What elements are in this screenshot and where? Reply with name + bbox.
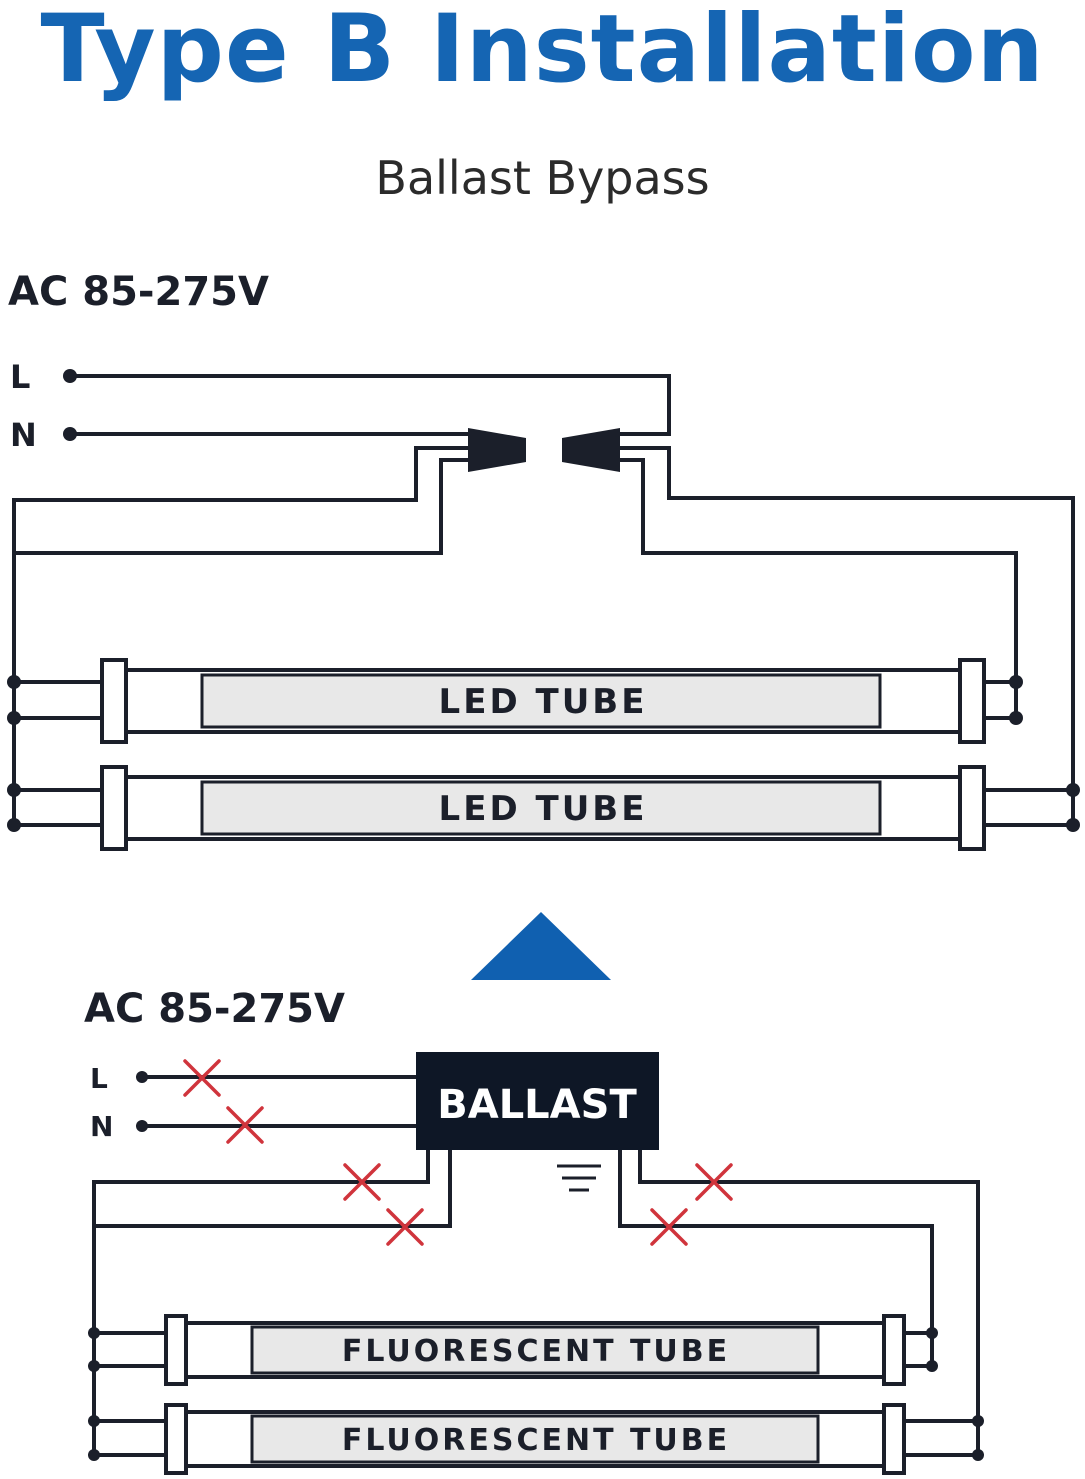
cut-wire-x-icons: [183, 1059, 733, 1246]
top-neutral-terminal: [63, 427, 77, 441]
led-tube-1: LED TUBE: [100, 658, 986, 744]
ground-symbol-icon: [557, 1164, 601, 1192]
cut-wire-x-icon: [226, 1106, 264, 1144]
cut-wire-x-icon: [183, 1059, 221, 1097]
top-voltage-label: AC 85-275V: [8, 269, 269, 315]
bottom-line-terminal: [136, 1071, 148, 1083]
cut-wire-x-icon: [650, 1208, 688, 1246]
fluorescent-tube-1-label: FLUORESCENT TUBE: [342, 1334, 730, 1369]
top-neutral-label: N: [10, 416, 37, 454]
led-tube-2: LED TUBE: [100, 765, 986, 851]
up-triangle-arrow-icon: [471, 912, 611, 980]
led-wiring-diagram: AC 85-275V L N: [7, 269, 1080, 851]
bottom-wires: [92, 1075, 980, 1458]
fluorescent-tube-2-label: FLUORESCENT TUBE: [342, 1423, 730, 1458]
bottom-voltage-label: AC 85-275V: [84, 986, 345, 1032]
top-line-terminal: [63, 369, 77, 383]
bottom-neutral-label: N: [90, 1110, 113, 1143]
bottom-junction-dots: [88, 1327, 984, 1461]
top-wires: [12, 374, 1075, 827]
page-subtitle: Ballast Bypass: [375, 151, 710, 205]
led-tube-2-label: LED TUBE: [439, 789, 648, 829]
connector-icon: [468, 428, 620, 472]
cut-wire-x-icon: [386, 1208, 424, 1246]
fluorescent-wiring-diagram: AC 85-275V L N: [84, 986, 984, 1475]
led-tube-1-label: LED TUBE: [439, 682, 648, 722]
top-line-label: L: [10, 358, 30, 396]
cut-wire-x-icon: [695, 1163, 733, 1201]
cut-wire-x-icon: [343, 1163, 381, 1201]
ballast-box: BALLAST: [416, 1052, 659, 1150]
bottom-neutral-terminal: [136, 1120, 148, 1132]
fluorescent-tube-2: FLUORESCENT TUBE: [164, 1403, 906, 1475]
fluorescent-tube-1: FLUORESCENT TUBE: [164, 1314, 906, 1386]
ballast-label: BALLAST: [437, 1082, 637, 1128]
page-title: Type B Installation: [40, 0, 1045, 104]
bottom-line-label: L: [90, 1062, 108, 1095]
top-junction-dots: [7, 675, 1080, 832]
